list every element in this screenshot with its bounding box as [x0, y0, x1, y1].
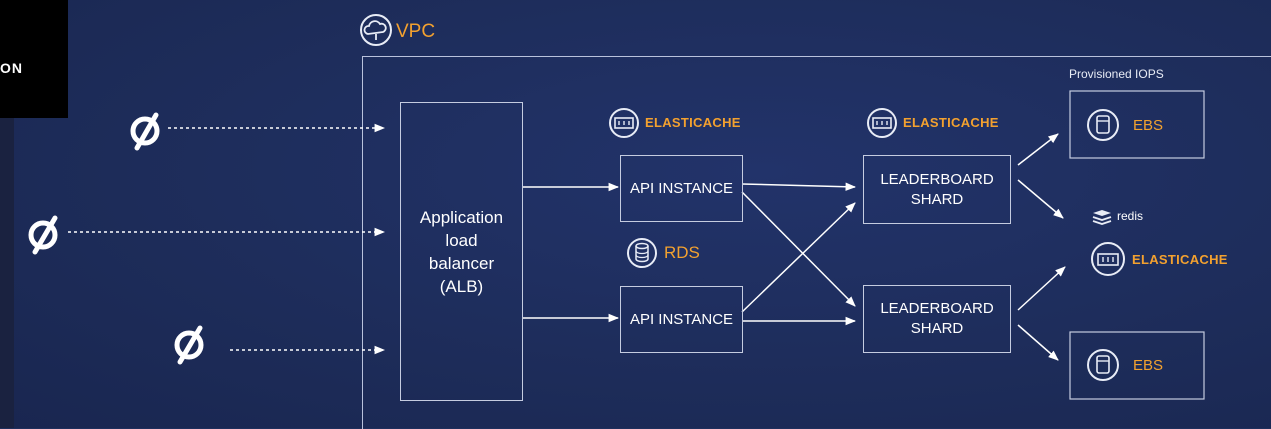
- shard-to-storage-arrow: [1017, 324, 1059, 361]
- logo-text: ON: [0, 60, 23, 76]
- leaderboard-shard-label: LEADERBOARD SHARD: [880, 300, 994, 337]
- redis-stack-icon: [1092, 210, 1112, 225]
- shard-to-storage-arrow: [1017, 266, 1066, 311]
- elasticache-icon: [609, 108, 639, 138]
- database-icon: [627, 238, 657, 268]
- shard-to-storage-arrow: [1017, 179, 1064, 219]
- api-instance-node: API INSTANCE: [620, 286, 743, 353]
- elasticache-label: ELASTICACHE: [903, 115, 999, 130]
- cloud-icon: [360, 14, 392, 46]
- api-instance-node: API INSTANCE: [620, 155, 743, 222]
- elasticache-label: ELASTICACHE: [1132, 252, 1228, 267]
- peloton-logo-icon: [130, 112, 160, 151]
- leaderboard-shard-node: LEADERBOARD SHARD: [863, 155, 1011, 224]
- volume-icon: [1087, 109, 1119, 141]
- api-instance-label: API INSTANCE: [629, 179, 734, 197]
- leaderboard-shard-label: LEADERBOARD SHARD: [880, 170, 994, 208]
- ebs-label: EBS: [1133, 117, 1164, 134]
- ebs-box: [1069, 331, 1205, 400]
- application-load-balancer: Application load balancer (ALB): [400, 102, 523, 401]
- rds-label: RDS: [664, 243, 700, 262]
- peloton-logo-icon: [174, 325, 204, 365]
- vpc-label: VPC: [396, 21, 436, 42]
- peloton-logo-icon: [28, 215, 58, 255]
- provisioned-iops-label: Provisioned IOPS: [1069, 67, 1164, 81]
- volume-icon: [1087, 349, 1119, 381]
- leaderboard-shard-node: LEADERBOARD SHARD: [863, 285, 1011, 353]
- elasticache-icon: [1091, 242, 1125, 276]
- api-to-shard-arrow: [741, 182, 857, 191]
- ebs-box: [1069, 90, 1205, 159]
- elasticache-icon: [867, 108, 897, 138]
- elasticache-label: ELASTICACHE: [645, 115, 741, 130]
- presenter-logo-box: ON: [0, 0, 68, 118]
- alb-label: Application load balancer (ALB): [419, 207, 504, 296]
- api-to-shard-arrow: [741, 202, 856, 313]
- api-to-shard-arrow: [741, 191, 856, 307]
- shard-to-storage-arrow: [1017, 133, 1059, 166]
- vpc-boundary: [362, 56, 1271, 429]
- ebs-label: EBS: [1133, 357, 1164, 374]
- redis-label: redis: [1117, 209, 1144, 223]
- api-instance-label: API INSTANCE: [629, 310, 734, 328]
